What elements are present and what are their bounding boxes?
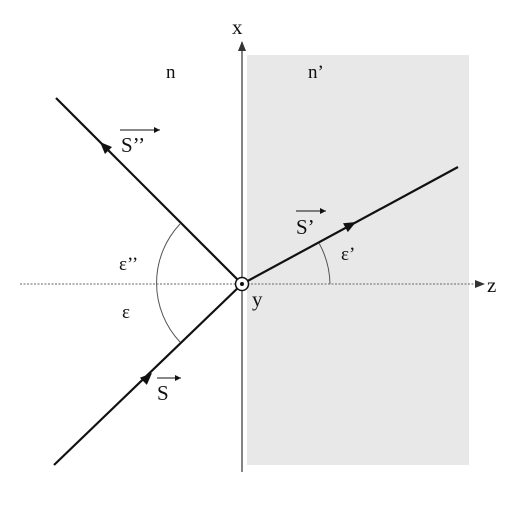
reflected-arrowhead (100, 142, 113, 155)
incident-reflected-angle-arc (156, 223, 181, 343)
x-axis-label: x (232, 15, 243, 39)
incidence-angle-label: ε (122, 302, 130, 323)
medium-n-label: n (166, 62, 176, 83)
z-axis-label: z (487, 273, 496, 297)
incident-arrowhead (139, 373, 152, 385)
refracted-vector-label-group: S’ (296, 208, 326, 239)
reflected-vector-label: S’’ (121, 133, 145, 157)
reflection-angle-label: ε’’ (119, 254, 138, 275)
origin-dot (240, 282, 244, 286)
refracted-vector-label: S’ (296, 215, 315, 239)
y-axis-label: y (252, 287, 263, 311)
incident-ray (53, 283, 243, 466)
refracted-arrowhead (343, 222, 356, 233)
reflected-vector-label-group: S’’ (120, 127, 160, 157)
reflected-ray (55, 97, 243, 285)
refraction-angle-arc (318, 242, 331, 285)
incident-vector-label-group: S (157, 375, 181, 405)
refraction-angle-label: ε’ (341, 244, 355, 265)
incident-vector-label: S (157, 381, 169, 405)
medium-region (247, 55, 469, 465)
medium-n-prime-label: n’ (308, 62, 324, 83)
